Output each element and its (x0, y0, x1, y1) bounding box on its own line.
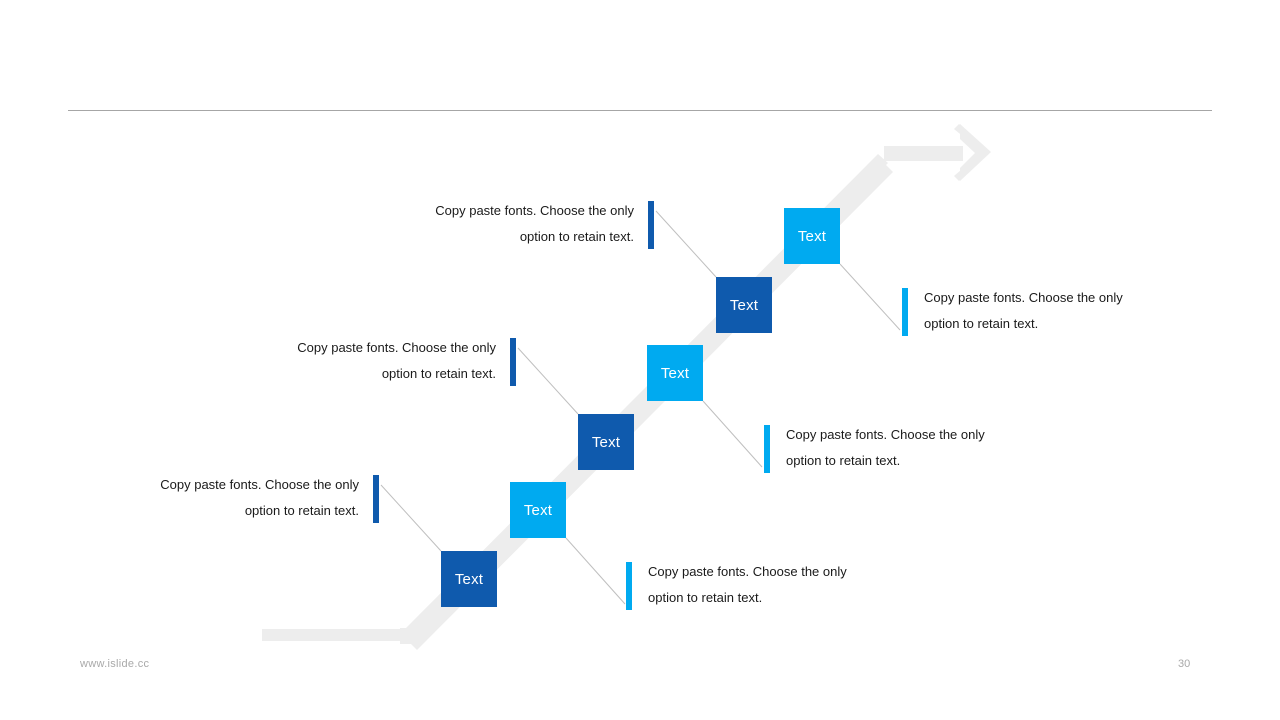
leader-line-right-top (839, 263, 901, 331)
step-box-6[interactable]: Text (784, 208, 840, 264)
step-box-6-label: Text (797, 227, 827, 245)
caption-bar-left-middle (510, 338, 516, 386)
caption-bar-right-top (902, 288, 908, 336)
step-box-5-label: Text (729, 296, 759, 314)
step-box-1-label: Text (454, 570, 484, 588)
caption-bar-left-top (648, 201, 654, 249)
step-box-2[interactable]: Text (510, 482, 566, 538)
caption-bar-right-middle (764, 425, 770, 473)
leader-line-right-middle (702, 400, 763, 468)
step-box-1[interactable]: Text (441, 551, 497, 607)
step-box-4-label: Text (660, 364, 690, 382)
caption-right-bottom: Copy paste fonts. Choose the only option… (648, 564, 847, 605)
caption-right-middle: Copy paste fonts. Choose the only option… (786, 427, 985, 468)
step-box-3[interactable]: Text (578, 414, 634, 470)
caption-bar-right-bottom (626, 562, 632, 610)
step-box-3-label: Text (591, 433, 621, 451)
step-box-2-label: Text (523, 501, 553, 519)
footer-page-number: 30 (1178, 658, 1191, 670)
leader-line-left-middle (517, 347, 579, 415)
leader-line-left-bottom (380, 484, 442, 552)
caption-left-middle: Copy paste fonts. Choose the only option… (297, 340, 496, 381)
footer-url[interactable]: www.islide.cc (80, 658, 150, 670)
leader-line-left-top (655, 210, 717, 278)
step-box-4[interactable]: Text (647, 345, 703, 401)
caption-right-top: Copy paste fonts. Choose the only option… (924, 290, 1123, 331)
step-box-5[interactable]: Text (716, 277, 772, 333)
caption-left-bottom: Copy paste fonts. Choose the only option… (160, 477, 359, 518)
leader-line-right-bottom (565, 537, 626, 605)
caption-left-top: Copy paste fonts. Choose the only option… (435, 203, 634, 244)
caption-bar-left-bottom (373, 475, 379, 523)
header-divider-rule (68, 110, 1212, 111)
